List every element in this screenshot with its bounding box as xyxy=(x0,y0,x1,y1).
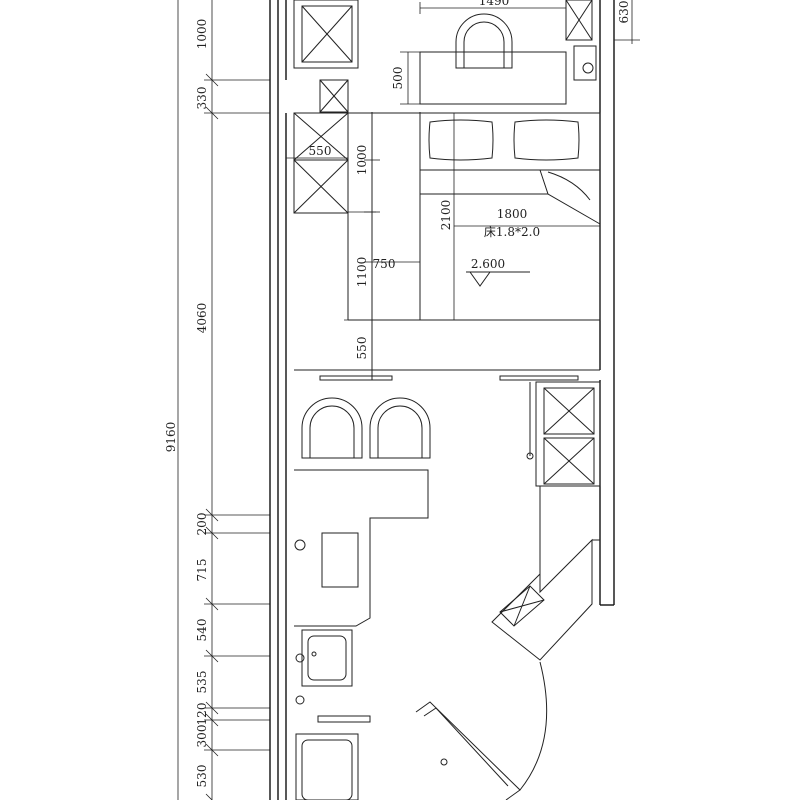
dim-walkway-height: 1100 xyxy=(355,257,369,288)
right-cabinet xyxy=(526,381,601,487)
inner-dimensions: 550 1000 1100 750 550 xyxy=(286,144,420,359)
dim-desk-width: 1490 xyxy=(479,0,510,8)
dim-right-offset: 630 xyxy=(617,1,631,24)
dim-bed-length: 2100 xyxy=(439,200,453,231)
dim-cabinet-height: 1000 xyxy=(355,145,369,176)
dim-bed-width: 1800 xyxy=(497,207,528,221)
pillow-right xyxy=(513,119,580,161)
bathroom-fixture xyxy=(295,715,371,800)
dim-seg-6: 540 xyxy=(195,619,209,642)
pillow-left xyxy=(428,119,494,161)
dim-total: 9160 xyxy=(164,422,178,453)
dim-seg-3: 4060 xyxy=(195,303,209,334)
dim-seg-7: 535 xyxy=(195,671,209,694)
dim-seg-5: 715 xyxy=(195,559,209,582)
dim-cabinet-width: 550 xyxy=(309,144,332,158)
desk-area: 1490 500 630 xyxy=(391,0,640,105)
wardrobe-top xyxy=(293,0,359,113)
bed: 1800 2100 床1.8*2.0 2.600 xyxy=(419,112,601,321)
sink xyxy=(295,629,353,687)
floor-level: 2.600 xyxy=(471,257,505,271)
kitchen-counter xyxy=(294,469,429,705)
dining-chair-right xyxy=(369,397,431,459)
dim-desk-depth: 500 xyxy=(391,67,405,90)
entrance-door xyxy=(415,661,548,800)
bed-label: 床1.8*2.0 xyxy=(484,225,540,239)
dim-seg-8: 120 xyxy=(195,703,209,726)
wardrobe-middle xyxy=(293,112,349,214)
left-dimension-chain: 9160 1000 330 4060 200 715 540 535 120 3… xyxy=(164,0,270,800)
dim-passage: 550 xyxy=(355,337,369,360)
dim-seg-10: 530 xyxy=(195,765,209,788)
desk-chair xyxy=(455,13,513,69)
floor-level-marker xyxy=(466,271,530,287)
entrance-cabinet xyxy=(491,486,600,661)
dim-seg-4: 200 xyxy=(195,513,209,536)
dim-seg-2: 330 xyxy=(195,87,209,110)
dim-seg-9: 300 xyxy=(195,725,209,748)
dining-chair-left xyxy=(301,397,363,459)
dim-walkway-width: 750 xyxy=(373,257,396,271)
dim-seg-1: 1000 xyxy=(195,19,209,50)
